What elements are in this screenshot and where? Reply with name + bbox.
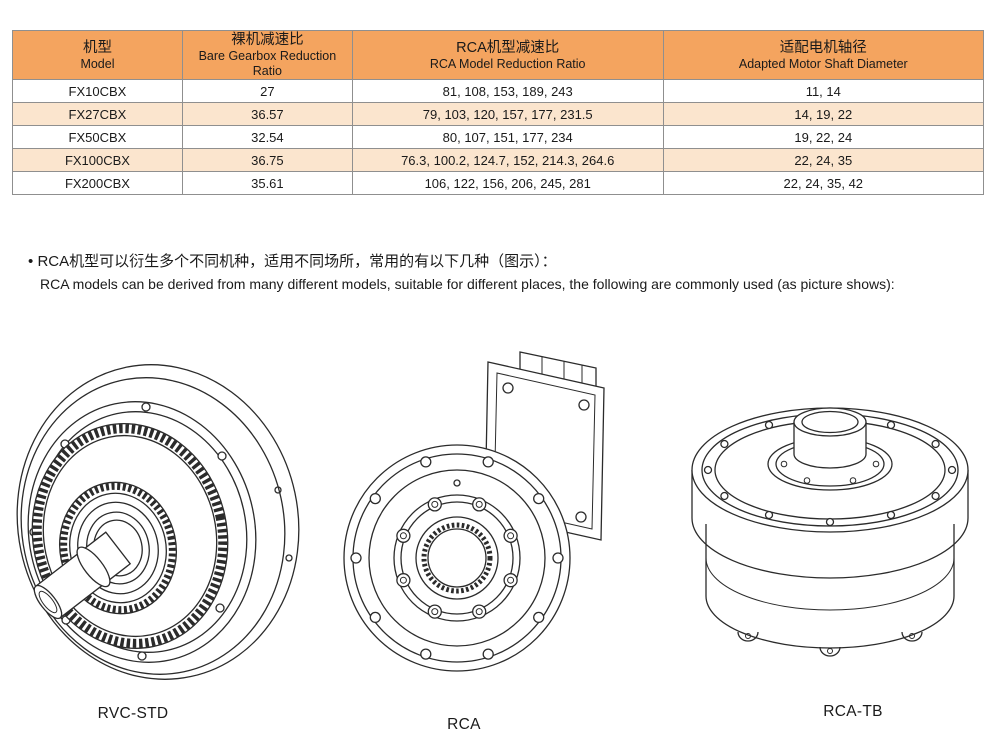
- col-header-model: 机型 Model: [12, 29, 183, 81]
- cell-bare-ratio: 32.54: [181, 125, 353, 150]
- cell-rca-ratio: 76.3, 100.2, 124.7, 152, 214.3, 264.6: [351, 148, 664, 173]
- cell-bare-ratio: 36.57: [181, 102, 353, 127]
- cell-shaft-diameter: 22, 24, 35, 42: [662, 171, 985, 196]
- header-zh: 适配电机轴径: [779, 39, 867, 56]
- note-text-zh: RCA机型可以衍生多个不同机种，适用不同场所，常用的有以下几种（图示）：: [37, 253, 557, 270]
- cell-shaft-diameter: 14, 19, 22: [662, 102, 985, 127]
- cell-model: FX50CBX: [12, 125, 183, 150]
- rvc-std-drawing: [16, 364, 300, 680]
- col-header-bare-ratio: 裸机减速比 Bare Gearbox Reduction Ratio: [181, 29, 353, 81]
- cell-bare-ratio: 36.75: [181, 148, 353, 173]
- cell-shaft-diameter: 11, 14: [662, 79, 985, 104]
- figure-label-rca: RCA: [447, 716, 481, 733]
- table-row: FX10CBX 27 81, 108, 153, 189, 243 11, 14: [12, 79, 985, 104]
- cell-shaft-diameter: 22, 24, 35: [662, 148, 985, 173]
- figure-label-rca-tb: RCA-TB: [823, 703, 883, 720]
- cell-rca-ratio: 79, 103, 120, 157, 177, 231.5: [351, 102, 664, 127]
- cell-bare-ratio: 27: [181, 79, 353, 104]
- header-en: Adapted Motor Shaft Diameter: [738, 56, 908, 71]
- header-zh: RCA机型减速比: [456, 39, 560, 56]
- table-row: FX200CBX 35.61 106, 122, 156, 206, 245, …: [12, 171, 985, 196]
- header-zh: 裸机减速比: [231, 32, 304, 48]
- cell-bare-ratio: 35.61: [181, 171, 353, 196]
- cell-model: FX27CBX: [12, 102, 183, 127]
- table-row: FX50CBX 32.54 80, 107, 151, 177, 234 19,…: [12, 125, 985, 150]
- cell-rca-ratio: 80, 107, 151, 177, 234: [351, 125, 664, 150]
- header-en: Model: [80, 56, 115, 71]
- figure-label-rvc-std: RVC-STD: [97, 705, 169, 722]
- rca-drawing: [343, 351, 605, 672]
- cell-model: FX200CBX: [12, 171, 183, 196]
- col-header-rca-ratio: RCA机型减速比 RCA Model Reduction Ratio: [351, 29, 664, 81]
- header-en: Bare Gearbox Reduction Ratio: [198, 49, 337, 79]
- cell-rca-ratio: 106, 122, 156, 206, 245, 281: [351, 171, 664, 196]
- note-line-zh: • RCA机型可以衍生多个不同机种，适用不同场所，常用的有以下几种（图示）：: [28, 250, 557, 271]
- spec-table: 机型 Model 裸机减速比 Bare Gearbox Reduction Ra…: [12, 29, 985, 196]
- header-en: RCA Model Reduction Ratio: [429, 56, 586, 71]
- note-line-en: RCA models can be derived from many diff…: [40, 276, 895, 292]
- figure-rvc-std: [6, 350, 310, 702]
- bullet: •: [28, 253, 34, 270]
- figure-rca-tb: [688, 386, 980, 690]
- header-zh: 机型: [82, 39, 112, 56]
- cell-rca-ratio: 81, 108, 153, 189, 243: [351, 79, 664, 104]
- cell-model: FX100CBX: [12, 148, 183, 173]
- rca-tb-drawing: [691, 407, 969, 657]
- table-header-row: 机型 Model 裸机减速比 Bare Gearbox Reduction Ra…: [12, 29, 985, 81]
- cell-model: FX10CBX: [12, 79, 183, 104]
- table-row: FX100CBX 36.75 76.3, 100.2, 124.7, 152, …: [12, 148, 985, 173]
- col-header-shaft-diameter: 适配电机轴径 Adapted Motor Shaft Diameter: [662, 29, 985, 81]
- figure-rca: [332, 340, 632, 712]
- table-row: FX27CBX 36.57 79, 103, 120, 157, 177, 23…: [12, 102, 985, 127]
- cell-shaft-diameter: 19, 22, 24: [662, 125, 985, 150]
